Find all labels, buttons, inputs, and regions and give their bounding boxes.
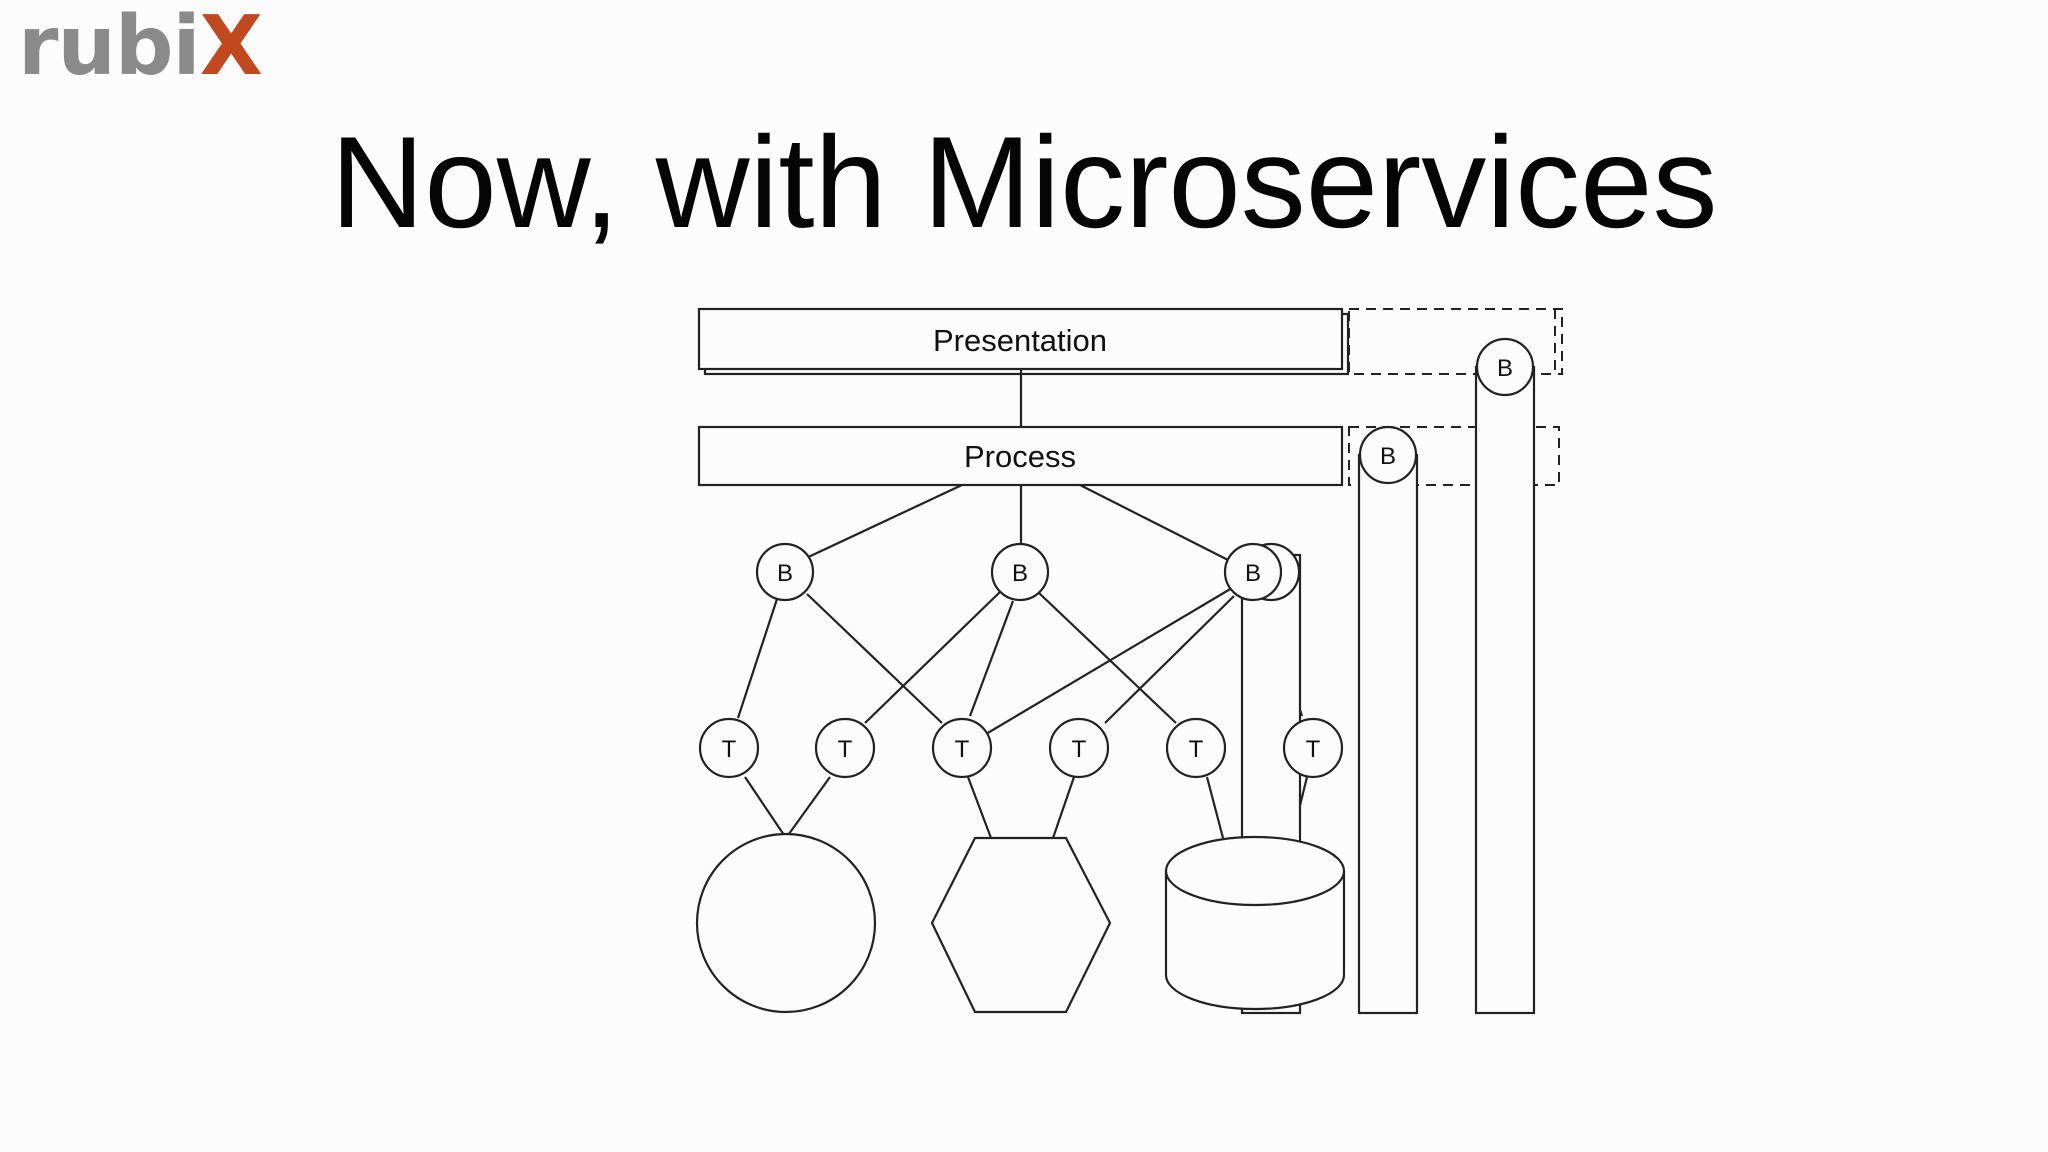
business-node [1475,337,1535,397]
business-node [1358,425,1418,485]
b-t-links [736,587,1304,735]
business-node-label: B [1380,443,1396,470]
technical-node [931,717,993,779]
technical-node-label: T [1189,736,1204,763]
service-pillar-3 [1474,365,1536,1015]
technical-node [698,717,760,779]
business-node [755,542,815,602]
technical-node-label: T [955,736,970,763]
business-node [990,542,1050,602]
technical-node-label: T [722,736,737,763]
business-node-label: B [1245,560,1261,587]
technical-node [1165,717,1227,779]
t-storage-links [744,776,1309,839]
presentation-layer [697,307,1350,376]
technical-node-label: T [838,736,853,763]
process-b-links [801,484,1231,562]
presentation-label: Presentation [933,323,1107,358]
presentation-box [697,307,1344,371]
process-label: Process [964,439,1076,474]
process-dashed-extension [1348,426,1560,486]
dashed-extensions [1348,308,1563,486]
technical-node [1048,717,1110,779]
rubix-logo: rubiX [18,6,263,88]
business-node-label: B [777,560,793,587]
service-pillar-2 [1357,453,1419,1015]
storage-hexagon [930,836,1112,1014]
logo-suffix: X [199,0,263,94]
business-node-stacked [1223,542,1301,602]
storage-circle [695,832,877,1014]
storage-database [1164,835,1346,1011]
technical-node-label: T [1072,736,1087,763]
technical-node-label: T [1306,736,1321,763]
logo-prefix: rubi [18,0,201,94]
business-node-label: B [1012,560,1028,587]
presentation-dashed-extension [1348,308,1563,375]
technical-node [814,717,876,779]
technical-node [1282,717,1344,779]
business-node-label: B [1497,355,1513,382]
slide-title: Now, with Microservices [0,108,2048,258]
slide-title-text: Now, with Microservices [330,109,1718,255]
